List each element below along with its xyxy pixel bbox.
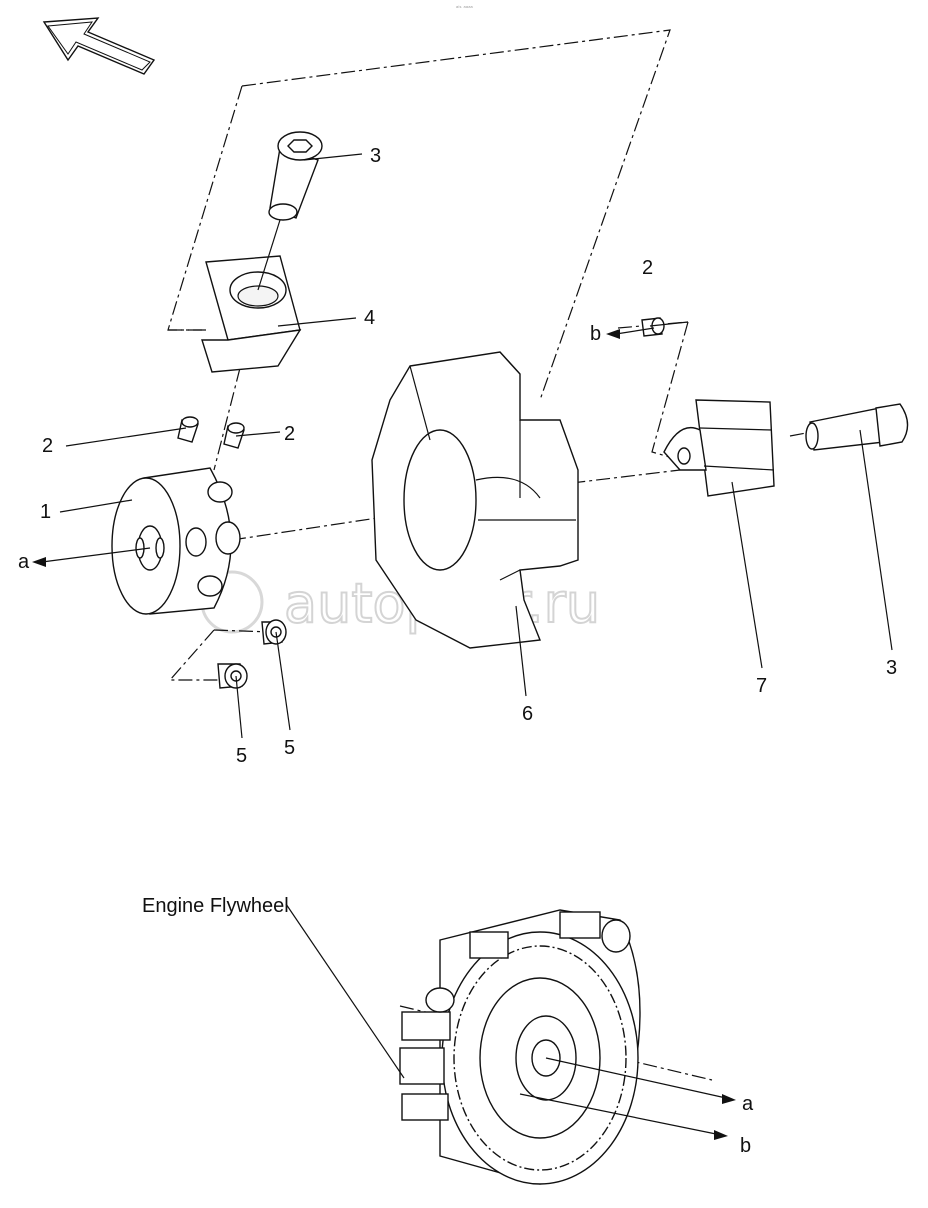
arrowhead-b-top bbox=[606, 329, 620, 339]
bushing-left bbox=[217, 663, 248, 689]
ref-a-left: a bbox=[18, 551, 30, 573]
coupling-hub-part-1 bbox=[111, 467, 241, 615]
hollow-arrow-icon bbox=[42, 17, 156, 75]
socket-screw-right bbox=[805, 403, 909, 451]
callout-6: 6 bbox=[522, 703, 533, 725]
callout-5-left: 5 bbox=[236, 745, 247, 767]
callout-1: 1 bbox=[40, 501, 51, 523]
arrowhead-a-left bbox=[32, 557, 46, 567]
arrowhead-a-flywheel bbox=[722, 1094, 736, 1104]
callout-2-left: 2 bbox=[42, 435, 53, 457]
callout-5-right: 5 bbox=[284, 737, 295, 759]
dowel-pin-top bbox=[641, 317, 665, 337]
flywheel-label: Engine Flywheel bbox=[142, 895, 289, 917]
ref-b-flywheel: b bbox=[740, 1135, 751, 1157]
callout-2-right: 2 bbox=[284, 423, 295, 445]
callout-2-top: 2 bbox=[642, 257, 653, 279]
clamp-block-part-4 bbox=[201, 255, 302, 373]
bushing-right bbox=[261, 619, 287, 645]
socket-screw-top bbox=[268, 131, 323, 221]
dowel-pin-left bbox=[177, 416, 199, 443]
callout-7: 7 bbox=[756, 675, 767, 697]
spider-element-part-6 bbox=[371, 351, 579, 649]
callout-3-top: 3 bbox=[370, 145, 381, 167]
clamp-part-7 bbox=[663, 399, 775, 497]
callout-3-right: 3 bbox=[886, 657, 897, 679]
corner-text: ᵃˡˢ ᵃᵃᵃᵃ bbox=[456, 5, 473, 12]
arrowhead-b-flywheel bbox=[714, 1130, 728, 1140]
ref-a-flywheel: a bbox=[742, 1093, 754, 1115]
dowel-pin-right bbox=[223, 422, 245, 449]
engine-flywheel bbox=[399, 909, 641, 1185]
callout-4: 4 bbox=[364, 307, 375, 329]
leader-lines bbox=[32, 153, 893, 1140]
ref-b-top: b bbox=[590, 323, 601, 345]
